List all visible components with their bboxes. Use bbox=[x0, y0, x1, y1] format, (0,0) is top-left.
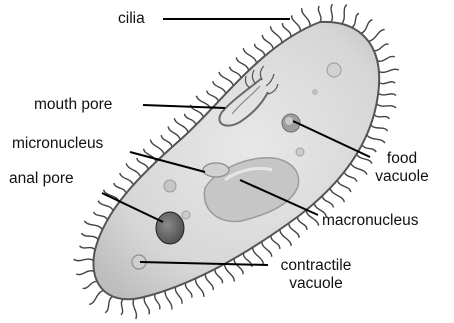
cilium bbox=[361, 20, 373, 34]
cilium bbox=[150, 140, 164, 155]
label-mouth-pore: mouth pore bbox=[34, 96, 112, 114]
label-food-vacuole-line2: vacuole bbox=[362, 168, 442, 186]
label-food-vacuole: food vacuole bbox=[362, 150, 442, 186]
label-micronucleus: micronucleus bbox=[12, 135, 103, 153]
cilium bbox=[371, 125, 388, 131]
cilium bbox=[196, 279, 204, 297]
cilium bbox=[219, 72, 233, 86]
cilium bbox=[292, 15, 301, 31]
cilium bbox=[302, 8, 310, 26]
cilium bbox=[174, 118, 188, 132]
cilium bbox=[80, 246, 95, 250]
cilium bbox=[120, 173, 133, 185]
cilium bbox=[207, 91, 219, 102]
cilium bbox=[280, 230, 291, 246]
cilium bbox=[342, 5, 347, 24]
anal-pore-shape bbox=[156, 212, 184, 244]
cilium bbox=[337, 180, 351, 192]
cilium bbox=[243, 48, 256, 63]
cilium bbox=[289, 223, 299, 238]
cilium bbox=[262, 242, 272, 257]
cilium bbox=[137, 158, 148, 169]
cilium bbox=[175, 287, 182, 304]
cilium bbox=[184, 114, 195, 125]
cilium bbox=[236, 57, 248, 70]
cilium bbox=[161, 135, 172, 147]
cilium bbox=[89, 290, 103, 304]
cilium bbox=[374, 44, 389, 51]
label-cilia: cilia bbox=[118, 10, 145, 28]
cilium bbox=[121, 299, 123, 315]
cilium bbox=[205, 274, 213, 290]
cilium bbox=[377, 104, 397, 108]
cilium bbox=[94, 212, 108, 220]
cilium bbox=[271, 26, 282, 42]
cilium bbox=[374, 114, 389, 118]
cilium bbox=[81, 233, 98, 239]
cilium bbox=[230, 67, 241, 78]
cilium bbox=[344, 172, 357, 182]
cilium bbox=[378, 93, 396, 95]
micronucleus-shape bbox=[203, 163, 229, 177]
cilium bbox=[213, 81, 226, 93]
cilium bbox=[98, 201, 113, 211]
cilium bbox=[368, 30, 384, 42]
cilium bbox=[76, 271, 94, 275]
cilium bbox=[83, 282, 98, 289]
cilium bbox=[255, 44, 265, 56]
cilium bbox=[318, 6, 321, 22]
cilium bbox=[234, 259, 243, 275]
label-contractile-vacuole-line2: vacuole bbox=[266, 275, 366, 293]
cilium bbox=[297, 217, 306, 230]
cilium bbox=[126, 163, 140, 177]
label-food-vacuole-line1: food bbox=[362, 150, 442, 168]
cilium bbox=[262, 35, 273, 49]
cilium bbox=[105, 296, 113, 312]
cilium bbox=[133, 299, 136, 319]
cilium bbox=[215, 269, 223, 283]
label-contractile-vacuole-line1: contractile bbox=[266, 257, 366, 275]
cilium bbox=[114, 183, 126, 193]
cilium bbox=[253, 247, 264, 264]
label-macronucleus: macronucleus bbox=[322, 212, 419, 230]
cilium bbox=[225, 264, 235, 282]
cilium bbox=[282, 23, 291, 37]
cilium bbox=[271, 236, 280, 249]
cilium bbox=[168, 126, 180, 139]
cilium bbox=[377, 56, 395, 61]
label-contractile-vacuole: contractile vacuole bbox=[266, 257, 366, 293]
cilium bbox=[165, 291, 172, 310]
cilium bbox=[155, 294, 160, 309]
cilium bbox=[331, 4, 333, 22]
label-anal-pore: anal pore bbox=[9, 170, 74, 188]
cilium bbox=[379, 82, 395, 84]
cilium bbox=[84, 221, 102, 230]
cilium bbox=[144, 297, 149, 314]
cilium bbox=[322, 196, 333, 208]
cilium bbox=[330, 188, 344, 202]
cilium bbox=[379, 69, 399, 72]
cilium bbox=[352, 13, 359, 27]
cilium bbox=[185, 283, 192, 298]
cilium bbox=[74, 259, 94, 261]
cilium bbox=[367, 135, 385, 143]
